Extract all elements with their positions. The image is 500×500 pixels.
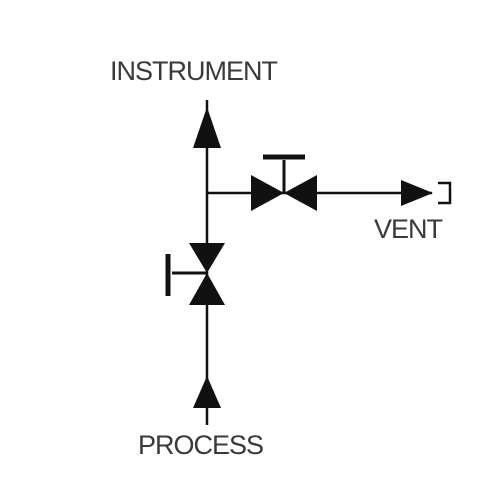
instrument-arrow-icon bbox=[193, 107, 221, 148]
isolation-valve-icon bbox=[165, 243, 225, 305]
flow-lines bbox=[205, 100, 432, 425]
instrument-label: INSTRUMENT bbox=[110, 56, 278, 86]
process-arrow-icon bbox=[193, 376, 221, 408]
process-label: PROCESS bbox=[138, 430, 264, 460]
vent-label: VENT bbox=[374, 214, 443, 244]
vent-port-icon bbox=[438, 181, 452, 205]
vent-arrow-icon bbox=[401, 180, 433, 206]
vent-valve-icon bbox=[251, 154, 317, 211]
